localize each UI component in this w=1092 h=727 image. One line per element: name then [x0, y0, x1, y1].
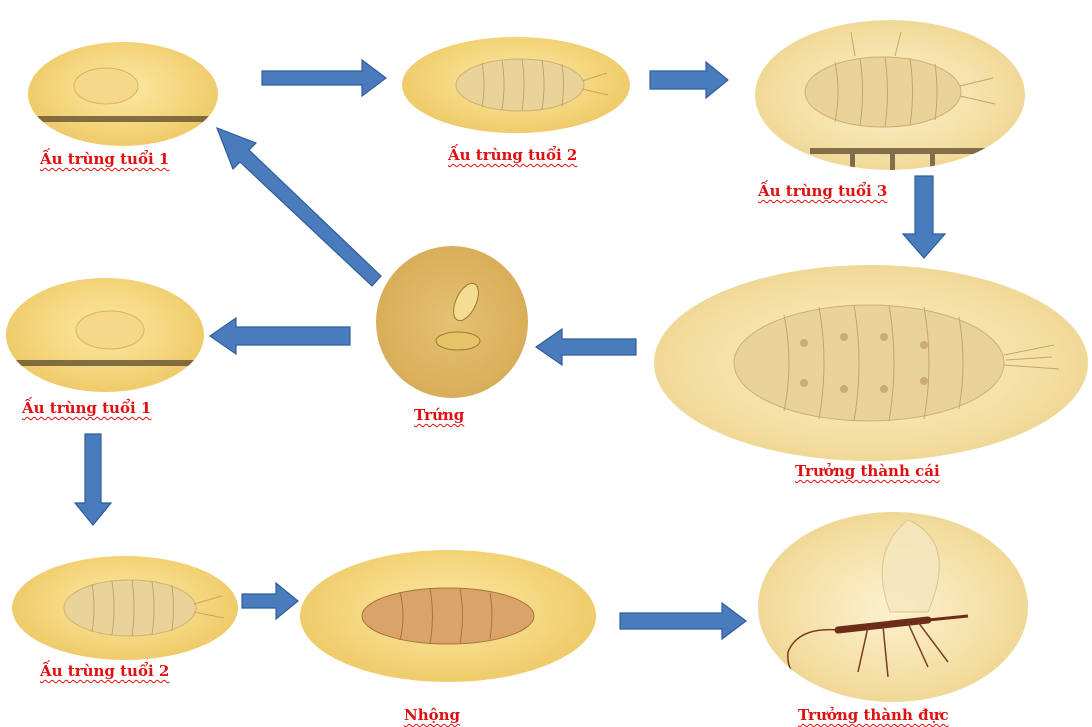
arrow-l2-to-pupa: [242, 583, 298, 619]
arrow-l1-to-l2-top: [262, 60, 386, 96]
adult-male-specimen: [758, 512, 1028, 702]
label-l3-top: Ấu trùng tuổi 3: [758, 182, 887, 200]
photo-egg: [376, 246, 528, 398]
label-adult-male: Trưởng thành đực: [798, 706, 949, 724]
photo-l2-bottom: [12, 556, 238, 660]
label-egg: Trứng: [414, 406, 464, 424]
arrow-l2-to-l3-top: [650, 62, 728, 98]
photo-adult-female: [654, 265, 1088, 461]
l2-bottom-specimen: [12, 556, 238, 660]
label-l1-top: Ấu trùng tuổi 1: [40, 150, 169, 168]
l3-top-specimen: [755, 20, 1025, 170]
label-adult-female: Trưởng thành cái: [795, 462, 940, 480]
photo-l1-bottom: [6, 278, 204, 392]
egg-specimen: [376, 246, 528, 398]
label-l2-bottom: Ấu trùng tuổi 2: [40, 662, 169, 680]
arrow-l3-to-adult-female: [903, 176, 945, 258]
pupa-specimen: [300, 550, 596, 682]
l1-top-specimen: [28, 42, 218, 146]
label-l2-top: Ấu trùng tuổi 2: [448, 146, 577, 164]
label-pupa: Nhộng: [404, 706, 460, 724]
photo-l1-top: [28, 42, 218, 146]
arrow-l1-to-l2-bottom: [75, 434, 111, 525]
l2-top-specimen: [402, 37, 630, 133]
arrow-pupa-to-adult-male: [620, 603, 746, 639]
photo-l2-top: [402, 37, 630, 133]
label-l1-bottom: Ấu trùng tuổi 1: [22, 399, 151, 417]
l1-bottom-specimen: [6, 278, 204, 392]
adult-female-specimen: [654, 265, 1088, 461]
arrow-egg-to-l1-bottom: [210, 318, 350, 354]
photo-adult-male: [758, 512, 1028, 702]
arrow-adult-female-to-egg: [536, 329, 636, 365]
photo-l3-top: [755, 20, 1025, 170]
arrow-egg-to-l1-top: [217, 128, 381, 286]
photo-pupa: [300, 550, 596, 682]
